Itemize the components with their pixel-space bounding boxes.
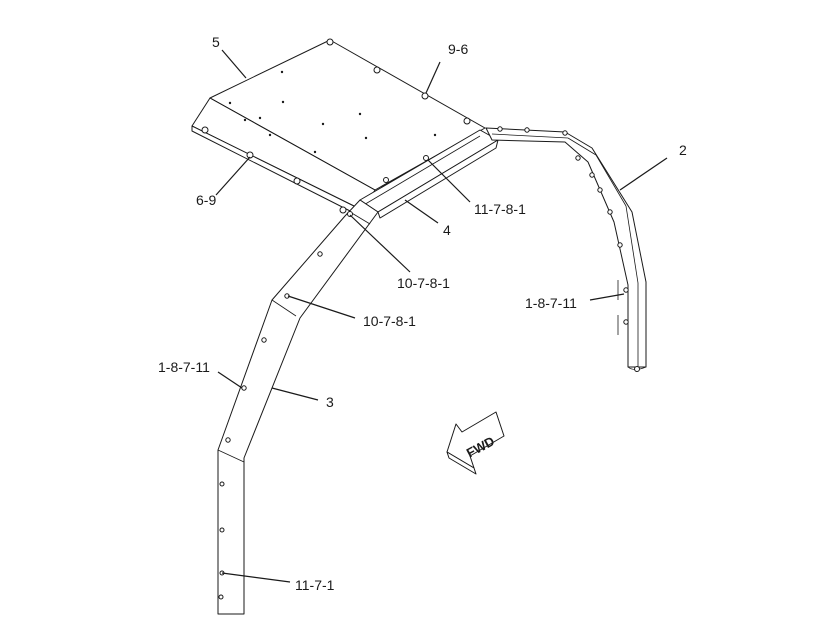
leader-lines	[215, 49, 668, 583]
cross-tube	[359, 129, 499, 219]
callout-11-7-1: 11-7-1	[295, 577, 335, 593]
right-post	[485, 126, 647, 372]
left-post	[217, 199, 379, 615]
callout-4: 4	[443, 222, 451, 238]
forward-arrow-icon: FWD	[446, 411, 505, 475]
callout-1-8-7-11-right: 1-8-7-11	[525, 295, 577, 311]
callout-6-9: 6-9	[196, 192, 216, 208]
callout-9-6: 9-6	[448, 41, 468, 57]
callout-10-7-8-1-b: 10-7-8-1	[363, 313, 416, 329]
roof-panel	[191, 38, 486, 217]
callout-1-8-7-11-left: 1-8-7-11	[158, 359, 210, 375]
callout-11-7-8-1-top: 11-7-8-1	[474, 201, 526, 217]
callout-10-7-8-1-a: 10-7-8-1	[397, 275, 450, 291]
callout-2: 2	[679, 142, 687, 158]
callout-3: 3	[326, 394, 334, 410]
callout-labels: 5 9-6 2 6-9 11-7-8-1 4 10-7-8-1 10-7-8-1…	[158, 34, 687, 593]
callout-5: 5	[212, 34, 220, 50]
